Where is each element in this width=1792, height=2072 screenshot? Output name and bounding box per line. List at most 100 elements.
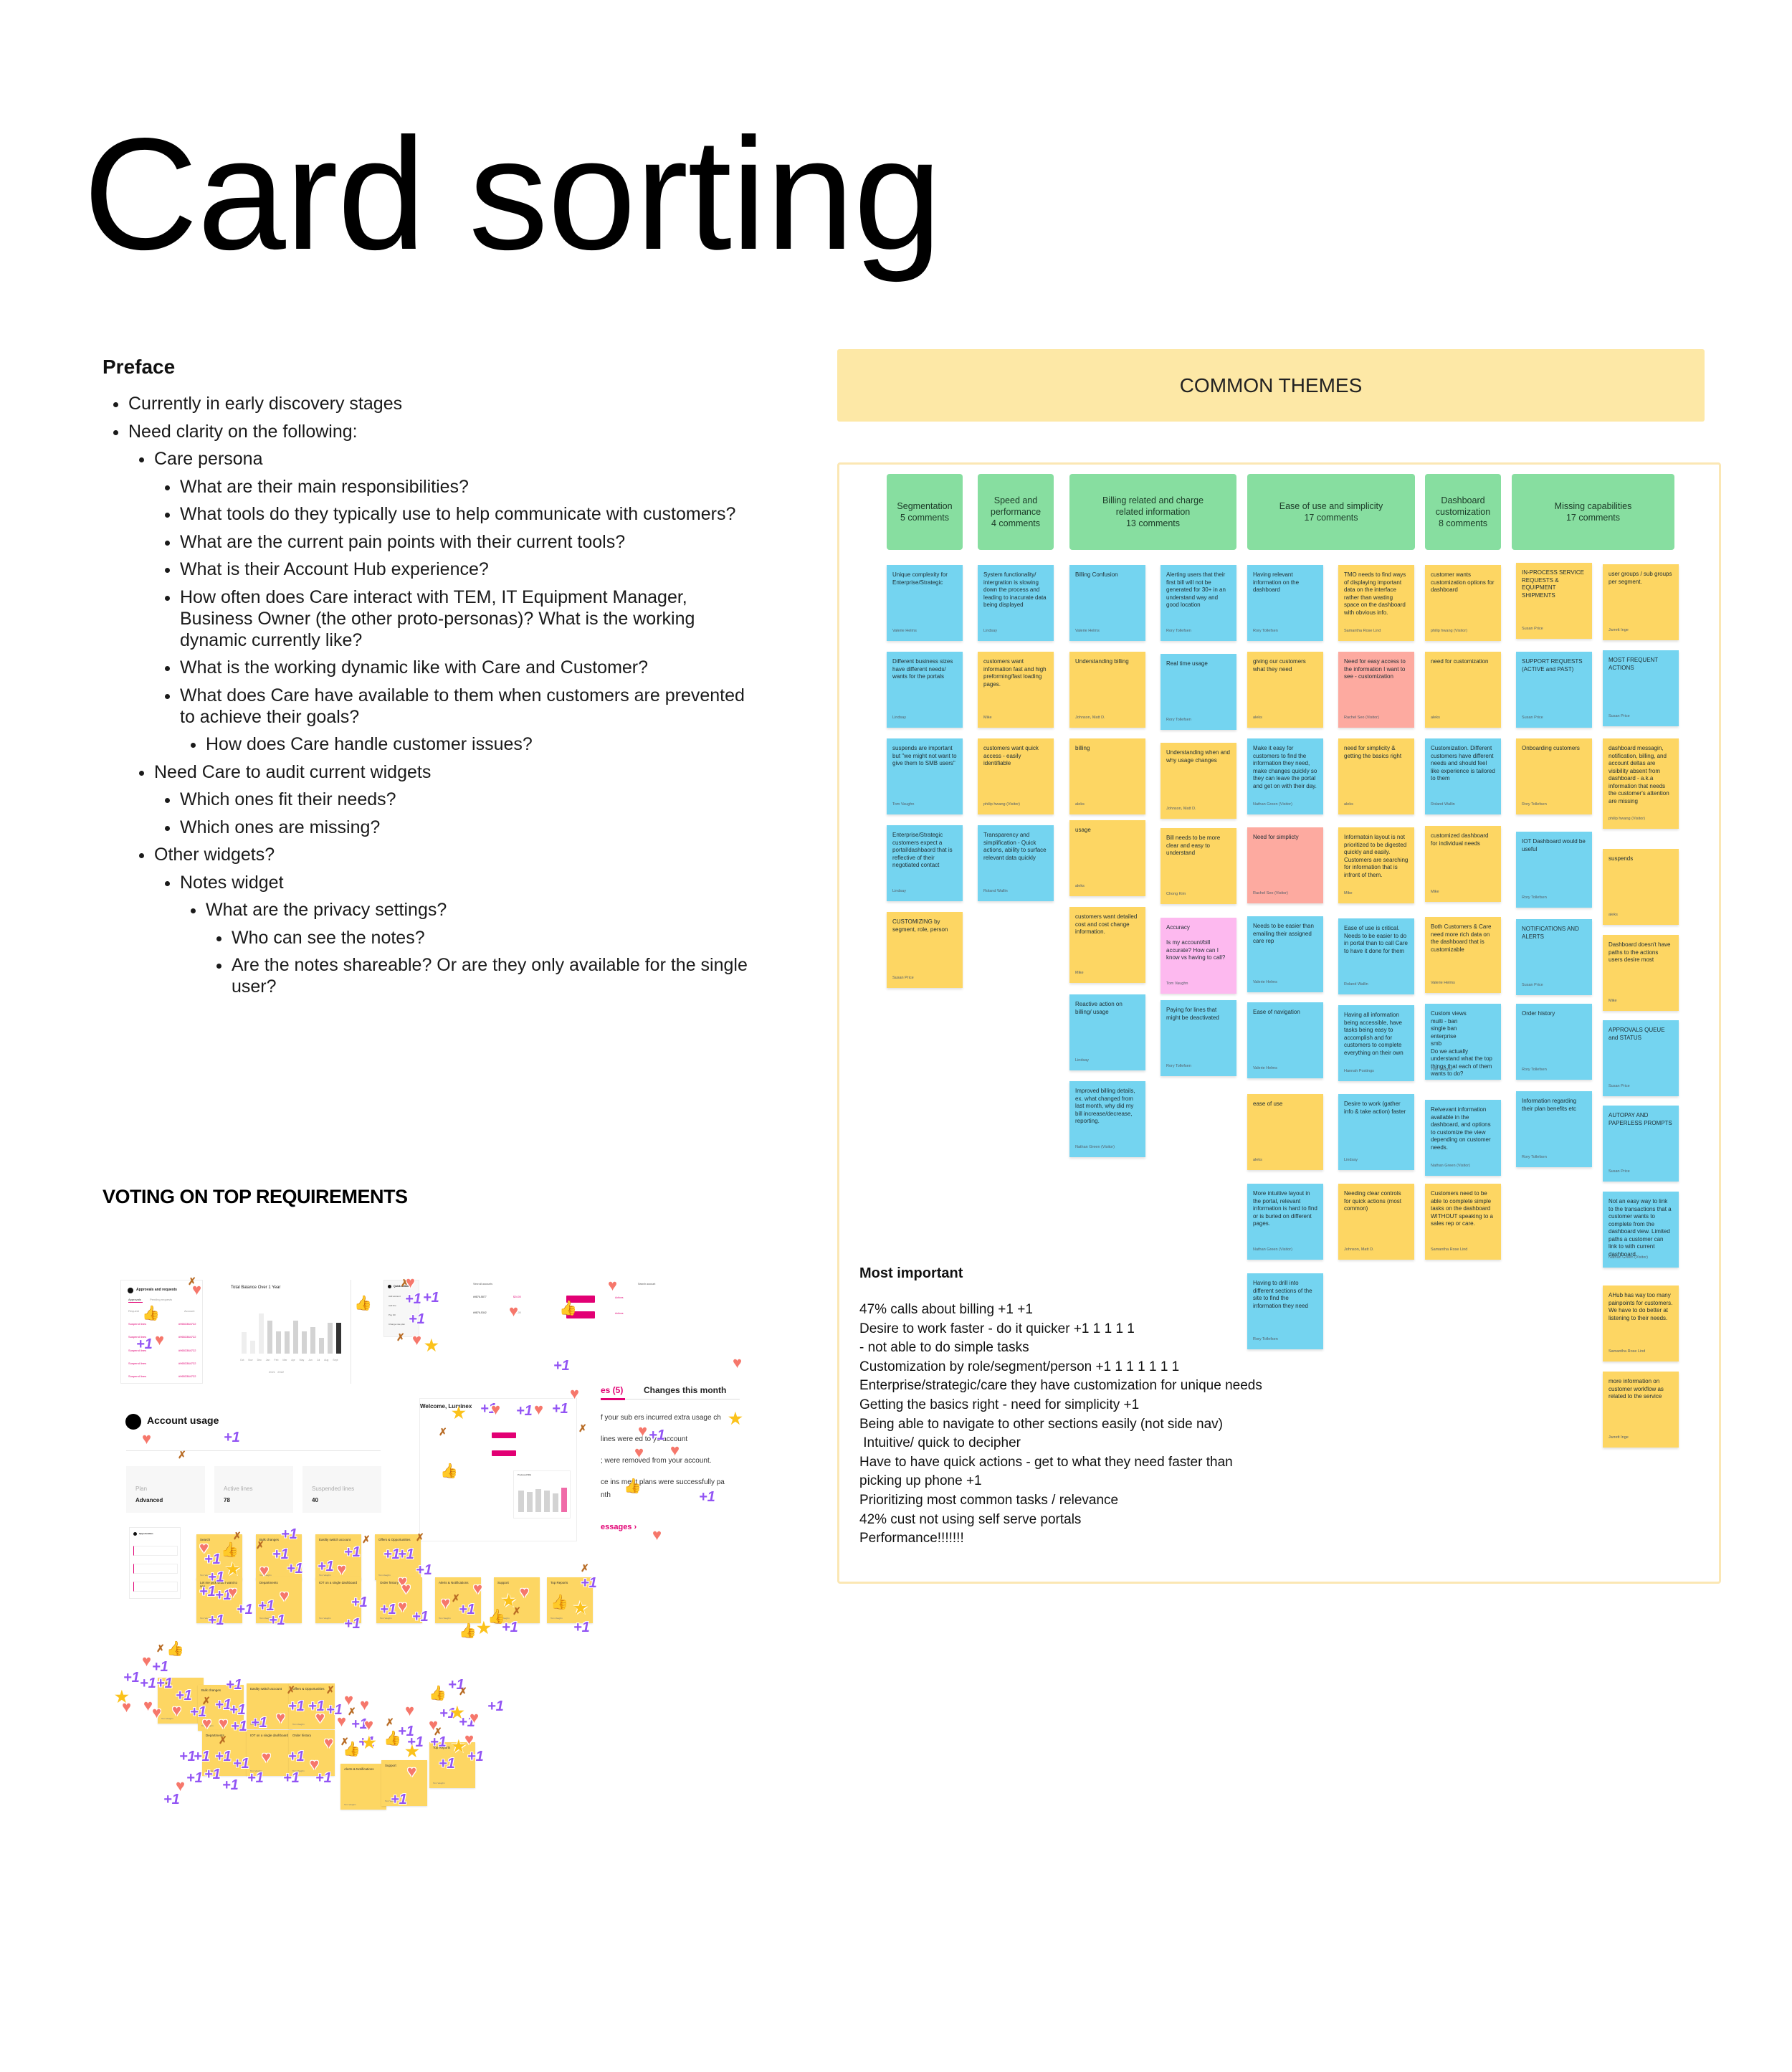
- sticky-note[interactable]: Understanding when and why usage changes…: [1160, 743, 1236, 819]
- plus-one-sticker: +1: [156, 1676, 173, 1691]
- star-sticker-icon: ★: [452, 1737, 466, 1755]
- make-payment-button[interactable]: [492, 1432, 516, 1438]
- sticky-note[interactable]: Not an easy way to link to the transacti…: [1603, 1192, 1679, 1268]
- sticky-note[interactable]: Having to drill into different sections …: [1247, 1273, 1323, 1349]
- sticky-note[interactable]: customized dashboard for individual need…: [1425, 826, 1501, 902]
- sticky-note[interactable]: Informatoin layout is not prioritized to…: [1338, 827, 1414, 903]
- sticky-note[interactable]: Ease of use is critical. Needs to be eas…: [1338, 918, 1414, 994]
- sticky-note[interactable]: customers want quick access - easily ide…: [978, 738, 1054, 814]
- sticky-note[interactable]: SUPPORT REQUESTS (ACTIVE and PAST)Susan …: [1516, 652, 1592, 728]
- sticky-note[interactable]: Alerting users that their first bill wil…: [1160, 565, 1236, 641]
- sticky-note[interactable]: Unique complexity for Enterprise/Strateg…: [887, 565, 963, 641]
- messages-link[interactable]: essages ›: [601, 1523, 637, 1531]
- sticky-note[interactable]: suspends are important but "we might not…: [887, 738, 963, 814]
- sticky-note[interactable]: more information on customer workflow as…: [1603, 1372, 1679, 1448]
- sticky-note[interactable]: Needs to be easier than emailing their a…: [1247, 916, 1323, 992]
- sticky-note[interactable]: Improved billing details, ex. what chang…: [1069, 1081, 1145, 1157]
- make-payment-button[interactable]: [566, 1296, 595, 1303]
- sticky-note[interactable]: Desire to work (gather info & take actio…: [1338, 1094, 1414, 1170]
- sticky-note[interactable]: IN-PROCESS SERVICE REQUESTS & EQUIPMENT …: [1516, 563, 1592, 639]
- actions-link[interactable]: Actions: [615, 1296, 624, 1299]
- sticky-note[interactable]: customer wants customization options for…: [1425, 565, 1501, 641]
- make-payment-button[interactable]: [566, 1311, 595, 1318]
- sticky-note[interactable]: Bill needs to be more clear and easy to …: [1160, 828, 1236, 904]
- sticky-note[interactable]: Custom views multi - ban single ban ente…: [1425, 1004, 1501, 1080]
- sticky-note-text: IN-PROCESS SERVICE REQUESTS & EQUIPMENT …: [1522, 569, 1584, 599]
- tab-active[interactable]: es (5): [601, 1385, 624, 1395]
- sticky-note[interactable]: need for simplicity & getting the basics…: [1338, 738, 1414, 814]
- sticky-note[interactable]: Enterprise/Strategic customers expect a …: [887, 825, 963, 901]
- sticky-note[interactable]: Information regarding their plan benefit…: [1516, 1091, 1592, 1167]
- sticky-note[interactable]: user groups / sub groups per segment.Jar…: [1603, 564, 1679, 640]
- sticky-note[interactable]: Different business sizes have different …: [887, 652, 963, 728]
- sticky-note[interactable]: TMO needs to find ways of displaying imp…: [1338, 565, 1414, 641]
- sticky-note[interactable]: Dashboard doesn't have paths to the acti…: [1603, 935, 1679, 1011]
- sticky-note[interactable]: Transparency and simplification - Quick …: [978, 825, 1054, 901]
- sticky-note[interactable]: customers want detailed cost and cost ch…: [1069, 907, 1145, 983]
- sticky-note-author: Susan Price: [1608, 1083, 1630, 1088]
- sticky-note[interactable]: System functionality/ intergration is sl…: [978, 565, 1054, 641]
- sticky-note[interactable]: customers want information fast and high…: [978, 652, 1054, 728]
- sticky-note[interactable]: Needing clear controls for quick actions…: [1338, 1184, 1414, 1260]
- sticky-note[interactable]: Need for easy access to the information …: [1338, 652, 1414, 728]
- sticky-note[interactable]: Relvevant information available in the d…: [1425, 1100, 1501, 1176]
- actions-link[interactable]: Actions: [615, 1312, 624, 1315]
- sticky-note[interactable]: Customers need to be able to complete si…: [1425, 1184, 1501, 1260]
- sticky-note[interactable]: Customization. Different customers have …: [1425, 738, 1501, 814]
- sticky-note[interactable]: Accuracy Is my account/bill accurate? Ho…: [1160, 918, 1236, 994]
- sticky-note[interactable]: More intuitive layout in the portal, rel…: [1247, 1184, 1323, 1260]
- sticky-note[interactable]: dashboard messagin, notification, billin…: [1603, 738, 1679, 829]
- sticky-note[interactable]: Make it easy for customers to find the i…: [1247, 738, 1323, 814]
- tab-changes-this-month[interactable]: Changes this month: [644, 1385, 727, 1395]
- sticky-note[interactable]: Paying for lines that might be deactivat…: [1160, 1000, 1236, 1076]
- make-payment-button[interactable]: [492, 1450, 516, 1456]
- sticky-note[interactable]: AHub has way too many painpoints for cus…: [1603, 1286, 1679, 1361]
- vote-note-label: Support: [385, 1764, 396, 1767]
- star-sticker-icon: ★: [226, 1560, 240, 1578]
- sticky-note[interactable]: Having relevant information on the dashb…: [1247, 565, 1323, 641]
- sticky-note[interactable]: Having all information being accessible,…: [1338, 1005, 1414, 1081]
- sticky-note[interactable]: Both Customers & Care need more rich dat…: [1425, 917, 1501, 993]
